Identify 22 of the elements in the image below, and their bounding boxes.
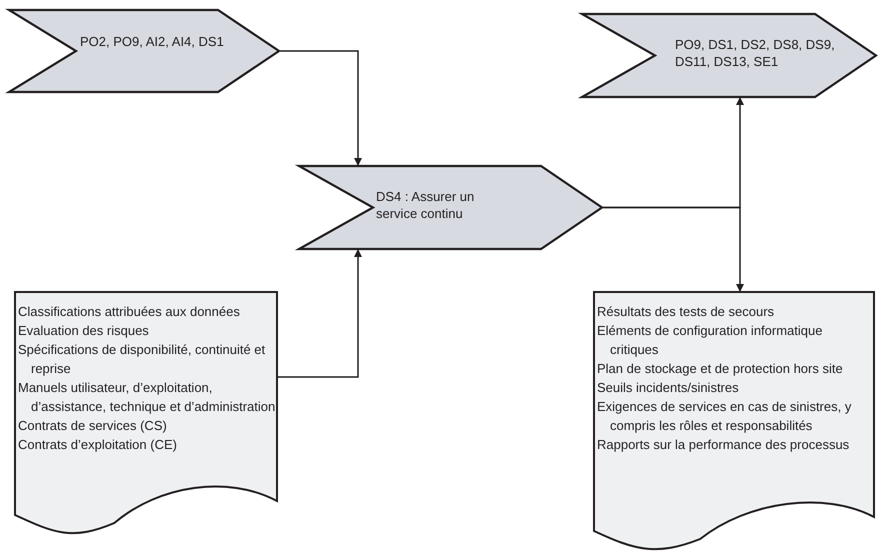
process-label: PO2, PO9, AI2, AI4, DS1 [80,33,225,50]
process-label: PO9, DS1, DS2, DS8, DS9, DS11, DS13, SE1 [675,36,835,70]
list-item-text: Eléments de configuration informatique critiques [597,322,824,359]
process-label: DS4 : Assurer un service continu [376,188,476,222]
list-item-text: Plan de stockage et de protection hors site [597,360,844,378]
list-item-text: Rapports sur la performance des processus [597,436,850,454]
connector-arrow [280,50,362,166]
list-item-text: Contrats de services (CS) [18,417,168,435]
list-item-text: Résultats des tests de secours [597,303,776,321]
connector-arrow [278,249,362,378]
connector-arrow [603,206,744,292]
process-chevron [8,9,280,93]
list-item-text: Classifications attribuées aux données [18,303,241,321]
list-item-text: Seuils incidents/sinistres [597,379,740,397]
document-shape [593,291,875,553]
list-item-text: Evaluation des risques [18,322,150,340]
document-shape [14,291,278,537]
list-item-text: Contrats d’exploitation (CE) [18,436,178,454]
list-item-text: Exigences de services en cas de sinistres, y compris les rôles et responsabilités [597,398,852,435]
list-item-text: Manuels utilisateur, d’exploitation, d’assistance, technique et d’administration [18,379,276,416]
list-item-text: Spécifications de disponibilité, continuité et reprise [18,341,266,378]
process-chevron [581,13,877,98]
